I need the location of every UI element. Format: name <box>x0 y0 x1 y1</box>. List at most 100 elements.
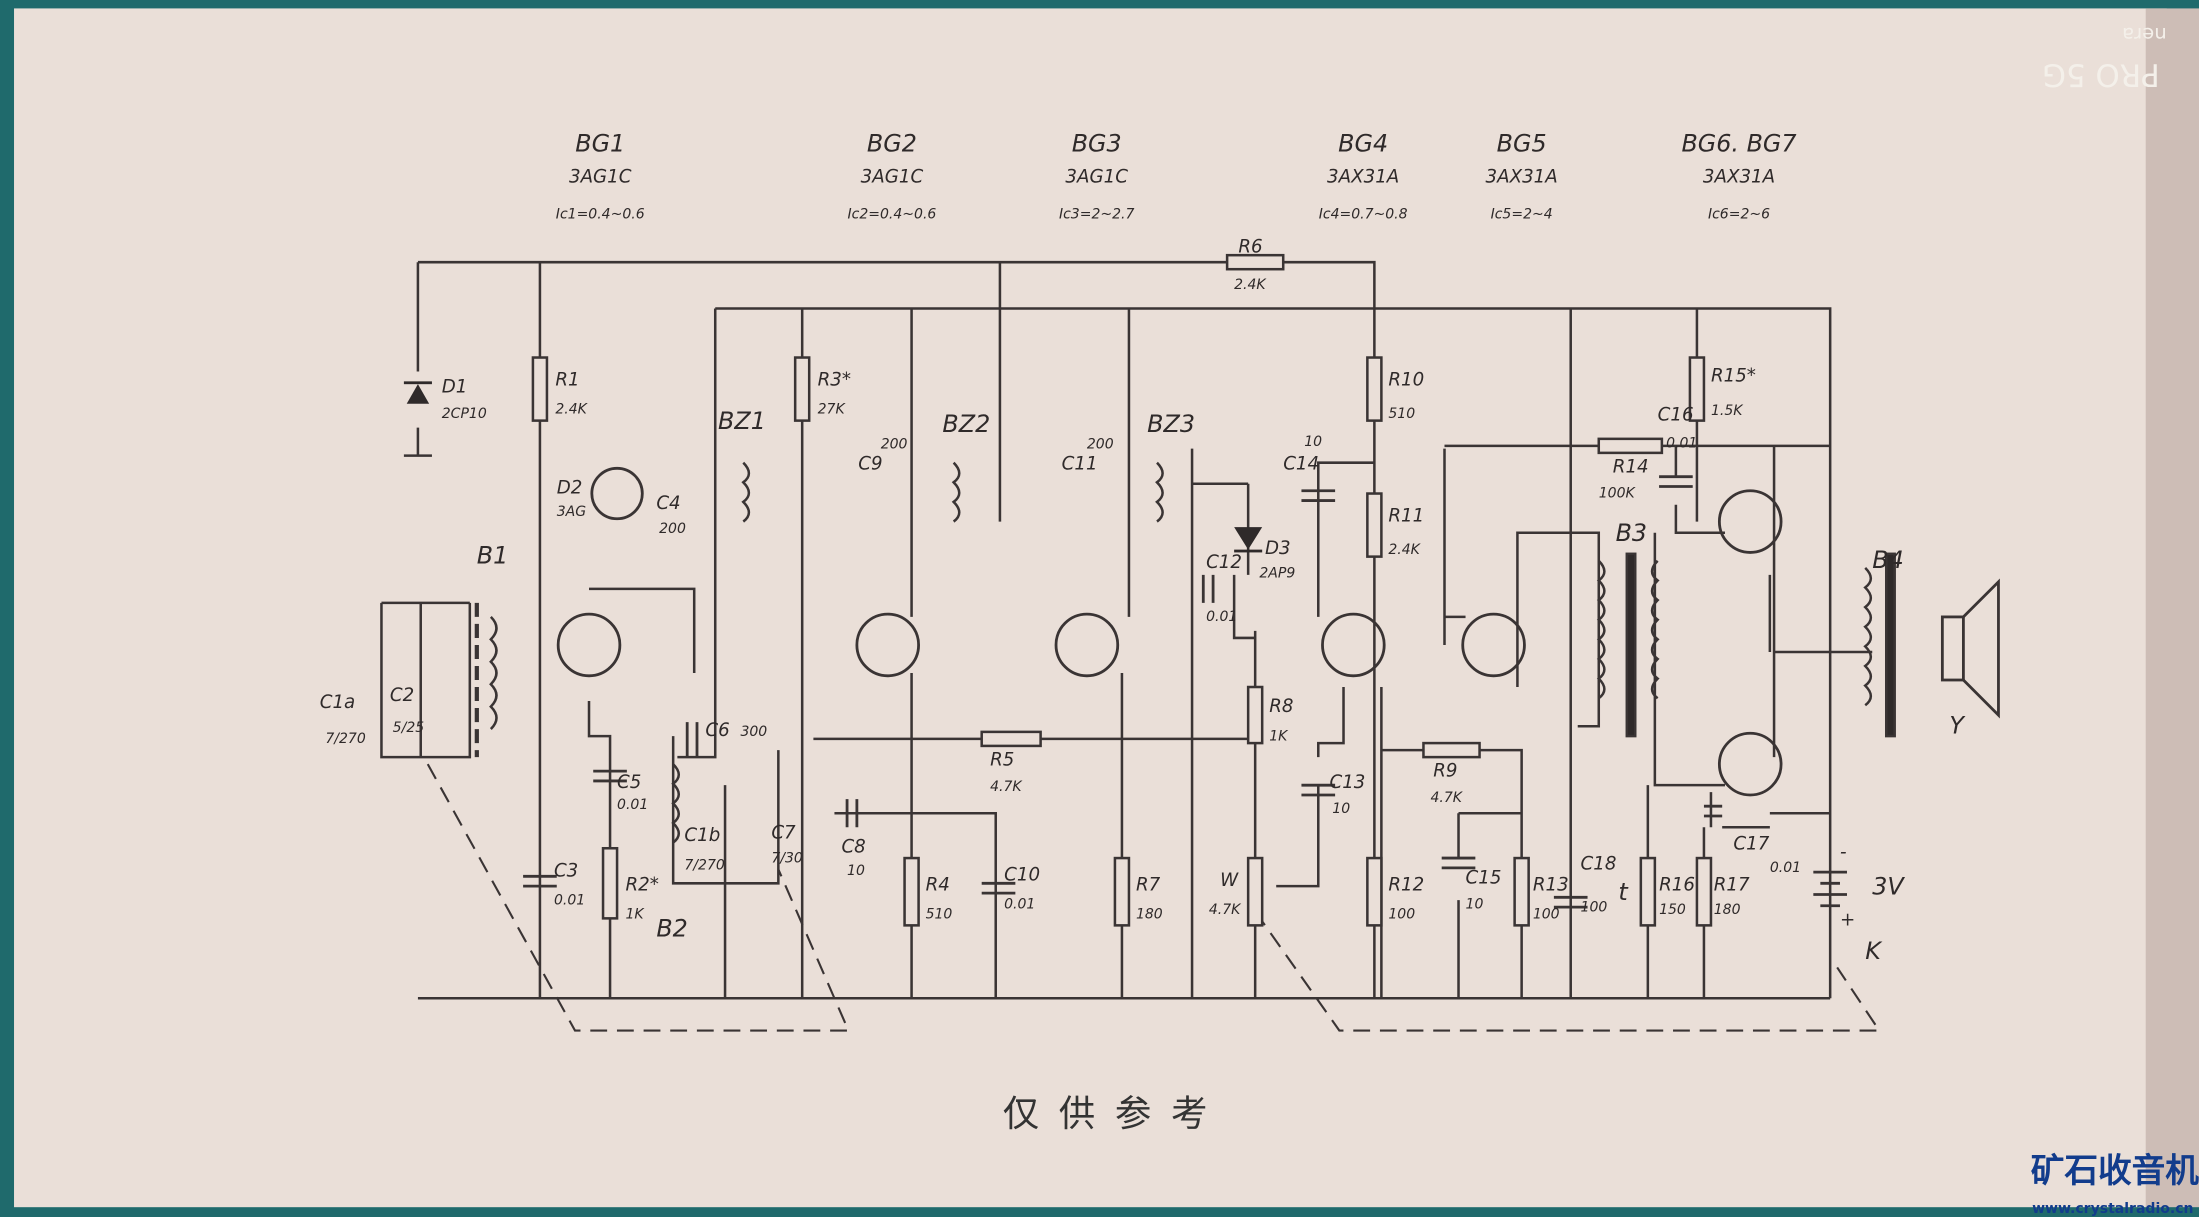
stage-type: 3AX31A <box>1327 166 1399 187</box>
watermark-title: 矿石收音机 <box>2031 1151 2199 1190</box>
component-label: R11 <box>1388 506 1424 527</box>
component-label: 2CP10 <box>442 406 487 422</box>
component-label: 510 <box>1388 406 1415 422</box>
component-label: R10 <box>1388 370 1424 391</box>
component-label: 1.5K <box>1711 403 1744 419</box>
component-label: 100 <box>1388 906 1415 922</box>
transistor-BG3 <box>1054 612 1120 678</box>
component-label: 200 <box>1087 437 1114 453</box>
component-label: C1a <box>320 692 355 713</box>
component-label: C1b <box>684 825 720 846</box>
resistors <box>531 253 1713 927</box>
component-label: 200 <box>881 437 908 453</box>
component-label: C2 <box>390 685 414 706</box>
component-label: C13 <box>1329 772 1365 793</box>
component-label: 3AG <box>557 504 587 520</box>
component-label: 2AP9 <box>1259 566 1295 582</box>
transistor-BG7 <box>1717 731 1783 797</box>
component-label: R1 <box>555 370 579 391</box>
component-label: R6 <box>1238 236 1262 257</box>
transformers-coils <box>474 461 1896 844</box>
component-label: 100 <box>1581 899 1608 915</box>
component-label: C8 <box>841 836 865 857</box>
component-label: 300 <box>740 724 767 740</box>
component-label: R9 <box>1433 761 1457 782</box>
component-label: C12 <box>1206 552 1242 573</box>
stage-name: BG5 <box>1497 129 1547 157</box>
component-label: 1K <box>1269 728 1289 744</box>
stage-type: 3AG1C <box>1065 166 1128 187</box>
component-label: B4 <box>1872 546 1904 574</box>
component-label: 0.01 <box>554 892 585 908</box>
component-label: R15* <box>1711 365 1756 386</box>
component-label: 0.01 <box>1666 435 1697 451</box>
component-label: + <box>1840 909 1855 930</box>
volume-switch-dashed-link <box>1254 910 1882 1032</box>
component-label: 180 <box>1714 902 1741 918</box>
component-label: K <box>1865 937 1883 965</box>
component-label: D1 <box>442 377 468 398</box>
component-label: R8 <box>1269 696 1293 717</box>
ganged-tuning-dashed-link <box>426 763 851 1032</box>
component-label: R13 <box>1533 874 1569 895</box>
component-label: 5/25 <box>393 720 425 736</box>
transistor-BG6 <box>1717 489 1783 554</box>
component-label: C4 <box>656 493 680 514</box>
diode-D2 <box>590 466 644 521</box>
component-label: 27K <box>818 402 847 418</box>
component-label: C16 <box>1658 405 1694 426</box>
component-label: R4 <box>926 874 950 895</box>
component-label: R17 <box>1714 874 1750 895</box>
component-label: 7/270 <box>684 857 724 873</box>
component-label: 10 <box>1304 434 1322 450</box>
component-label: 10 <box>1466 897 1484 913</box>
component-label: 150 <box>1659 902 1686 918</box>
component-label: 200 <box>659 521 686 537</box>
component-label: 100 <box>1533 906 1560 922</box>
stage-type: 3AG1C <box>569 166 632 187</box>
component-label: 0.01 <box>1770 860 1801 876</box>
component-label: 4.7K <box>1209 902 1242 918</box>
component-label: C10 <box>1004 865 1040 886</box>
component-label: C7 <box>771 822 796 843</box>
component-label: R3* <box>818 370 851 391</box>
stage-current: Ic3=2~2.7 <box>1059 207 1135 223</box>
component-label: C14 <box>1283 454 1319 475</box>
component-label: R14 <box>1613 457 1649 478</box>
stage-name: BG4 <box>1338 129 1388 157</box>
component-label: 10 <box>1332 801 1350 817</box>
component-label: 10 <box>847 863 865 879</box>
component-label: t <box>1618 878 1629 906</box>
camera-stamp-line2: PRO 5G <box>2042 56 2160 92</box>
component-label: 0.01 <box>1206 609 1237 625</box>
component-label: 100K <box>1599 486 1637 502</box>
stage-type: 3AX31A <box>1703 166 1775 187</box>
component-label: BZ3 <box>1147 410 1195 438</box>
component-label: D3 <box>1265 538 1291 559</box>
circuit-wires <box>380 260 1873 1000</box>
component-label: C18 <box>1581 853 1617 874</box>
component-label: W <box>1220 870 1239 891</box>
component-label: R5 <box>990 750 1014 771</box>
transistor-BG1 <box>556 612 622 678</box>
component-label: C5 <box>617 772 641 793</box>
component-label: 4.7K <box>1430 790 1463 806</box>
footer-note: 仅供参考 <box>1003 1092 1227 1135</box>
component-label: B1 <box>477 542 509 570</box>
component-label: 180 <box>1136 906 1163 922</box>
component-label: Y <box>1949 711 1966 739</box>
transistor-BG5 <box>1461 612 1526 678</box>
transistor-BG4 <box>1321 612 1386 678</box>
component-label: 2.4K <box>1388 542 1421 558</box>
camera-stamp-line1: nera <box>2122 23 2167 46</box>
component-label: R7 <box>1136 874 1161 895</box>
battery-icon <box>1813 870 1847 908</box>
component-label: 1K <box>625 906 645 922</box>
stage-current: Ic2=0.4~0.6 <box>848 207 937 223</box>
stage-headers: BG1 3AG1C Ic1=0.4~0.6 BG2 3AG1C Ic2=0.4~… <box>556 129 1797 222</box>
camera-stamp: nera PRO 5G <box>2042 23 2167 92</box>
component-label: - <box>1840 842 1847 863</box>
diodes <box>403 381 1263 553</box>
